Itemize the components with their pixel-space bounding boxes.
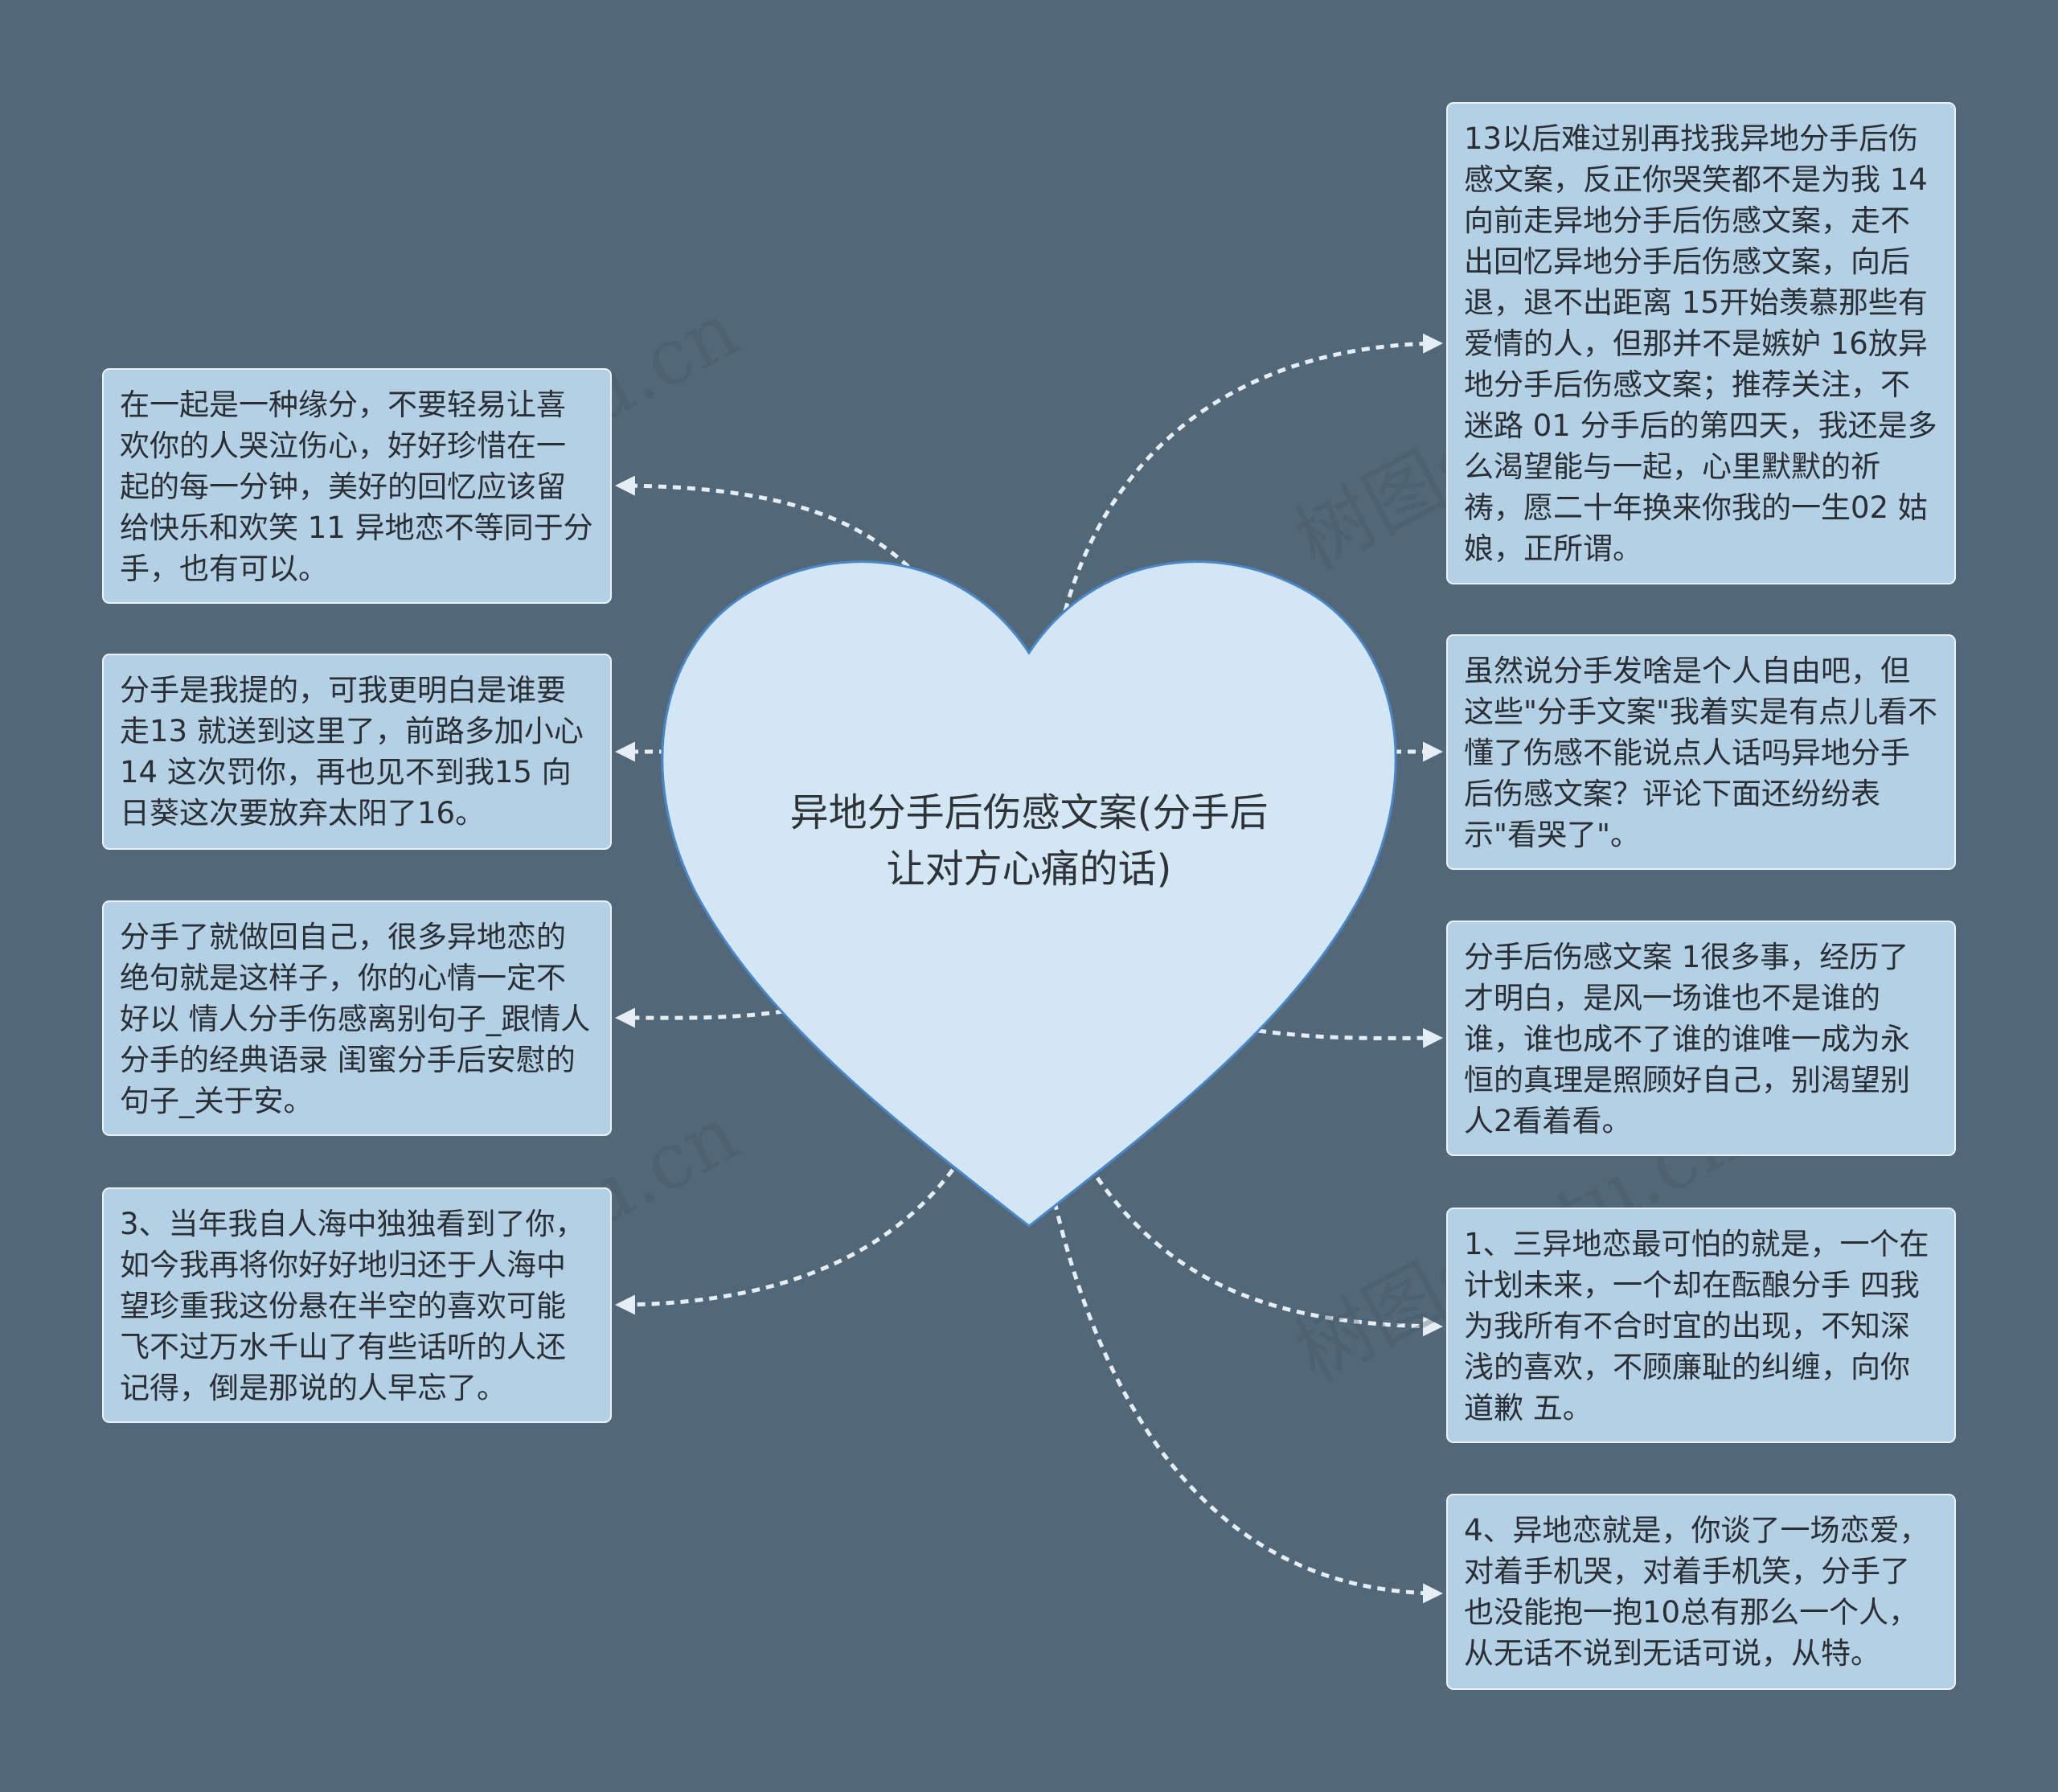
connector-right-5 [1052, 1201, 1443, 1604]
connector-right-4 [1095, 1176, 1443, 1337]
node-text: 3、当年我自人海中独独看到了你，如今我再将你好好地归还于人海中 望珍重我这份悬在… [120, 1207, 585, 1405]
right-node-1: 13以后难过别再找我异地分手后伤感文案，反正你哭笑都不是为我 14 向前走异地分… [1446, 102, 1956, 584]
right-node-2: 虽然说分手发啥是个人自由吧，但这些"分手文案"我着实是有点儿看不懂了伤感不能说点… [1446, 634, 1956, 870]
left-node-2: 分手是我提的，可我更明白是谁要走13 就送到这里了，前路多加小心 14 这次罚你… [102, 654, 612, 850]
left-node-3: 分手了就做回自己，很多异地恋的绝句就是这样子，你的心情一定不好以 情人分手伤感离… [102, 900, 612, 1136]
connector-left-1 [615, 475, 910, 568]
node-text: 13以后难过别再找我异地分手后伤感文案，反正你哭笑都不是为我 14 向前走异地分… [1464, 121, 1937, 566]
connector-right-1 [1063, 333, 1443, 612]
node-text: 虽然说分手发啥是个人自由吧，但这些"分手文案"我着实是有点儿看不懂了伤感不能说点… [1464, 654, 1938, 852]
node-text: 分手了就做回自己，很多异地恋的绝句就是这样子，你的心情一定不好以 情人分手伤感离… [120, 920, 591, 1118]
left-node-1: 在一起是一种缘分，不要轻易让喜欢你的人哭泣伤心，好好珍惜在一起的每一分钟，美好的… [102, 368, 612, 604]
connector-left-3 [615, 1007, 785, 1028]
node-text: 分手后伤感文案 1很多事，经历了才明白，是风一场谁也不是谁的谁，谁也成不了谁的谁… [1464, 940, 1910, 1138]
central-topic: 异地分手后伤感文案(分手后让对方心痛的话) [789, 790, 1269, 892]
node-text: 在一起是一种缘分，不要轻易让喜欢你的人哭泣伤心，好好珍惜在一起的每一分钟，美好的… [120, 388, 593, 586]
right-node-4: 1、三异地恋最可怕的就是，一个在计划未来，一个却在酝酿分手 四我为我所有不合时宜… [1446, 1208, 1956, 1443]
node-text: 4、异地恋就是，你谈了一场恋爱，对着手机哭，对着手机笑，分手了也没能抱一抱10总… [1464, 1513, 1929, 1671]
right-node-3: 分手后伤感文案 1很多事，经历了才明白，是风一场谁也不是谁的谁，谁也成不了谁的谁… [1446, 921, 1956, 1156]
connector-left-4 [615, 1168, 954, 1315]
node-text: 1、三异地恋最可怕的就是，一个在计划未来，一个却在酝酿分手 四我为我所有不合时宜… [1464, 1227, 1929, 1425]
left-node-4: 3、当年我自人海中独独看到了你，如今我再将你好好地归还于人海中 望珍重我这份悬在… [102, 1187, 612, 1423]
right-node-5: 4、异地恋就是，你谈了一场恋爱，对着手机哭，对着手机笑，分手了也没能抱一抱10总… [1446, 1494, 1956, 1690]
node-text: 分手是我提的，可我更明白是谁要走13 就送到这里了，前路多加小心 14 这次罚你… [120, 673, 593, 830]
connectors [615, 333, 1443, 1604]
connector-right-3 [1257, 1027, 1443, 1048]
heart-center-shape [661, 560, 1397, 1228]
